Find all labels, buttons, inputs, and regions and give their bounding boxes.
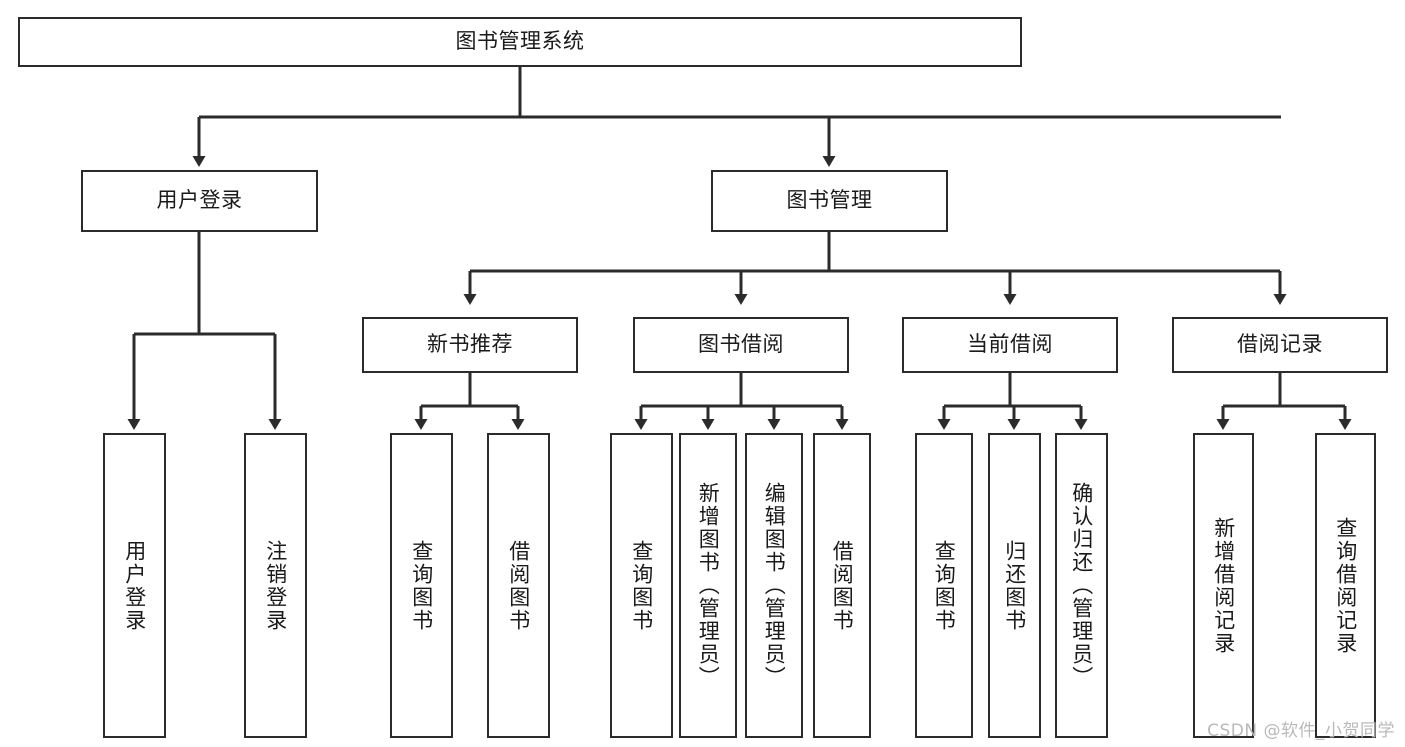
node-book-management[interactable]: 图书管理 [711,170,948,232]
node-label: 借阅图书 [830,539,855,632]
leaf-borrow-book[interactable]: 借阅图书 [813,433,871,738]
csdn-watermark: CSDN @软件_小贺同学 [1207,721,1395,741]
node-label: 借阅记录 [1237,332,1323,357]
node-label: 图书管理 [786,188,873,213]
node-label: 查询图书 [932,539,957,632]
node-book-borrow[interactable]: 图书借阅 [633,317,849,373]
leaf-add-borrow-record[interactable]: 新增借阅记录 [1193,433,1254,738]
node-label: 当前借阅 [967,332,1053,357]
leaf-confirm-return-admin[interactable]: 确认归还（管理员） [1055,433,1108,738]
leaf-query-book-recommend[interactable]: 查询图书 [390,433,453,738]
node-user-login[interactable]: 用户登录 [81,170,318,232]
node-label: 新增借阅记录 [1211,516,1236,655]
node-label: 编辑图书（管理员） [762,482,787,689]
node-new-book-recommend[interactable]: 新书推荐 [362,317,578,373]
node-label: 新增图书（管理员） [696,482,721,689]
node-label: 查询图书 [409,539,434,632]
leaf-borrow-book-recommend[interactable]: 借阅图书 [487,433,550,738]
node-label: 归还图书 [1002,539,1027,632]
leaf-logout[interactable]: 注销登录 [244,433,307,738]
node-label: 注销登录 [263,539,288,632]
leaf-query-book-borrow[interactable]: 查询图书 [610,433,673,738]
leaf-edit-book-admin[interactable]: 编辑图书（管理员） [745,433,803,738]
node-label: 用户登录 [122,539,147,632]
node-current-borrow[interactable]: 当前借阅 [902,317,1118,373]
leaf-add-book-admin[interactable]: 新增图书（管理员） [679,433,737,738]
leaf-query-book-current[interactable]: 查询图书 [915,433,973,738]
leaf-return-book[interactable]: 归还图书 [988,433,1041,738]
node-root-system[interactable]: 图书管理系统 [18,17,1022,67]
node-label: 借阅图书 [506,539,531,632]
node-borrow-record[interactable]: 借阅记录 [1172,317,1388,373]
node-label: 图书借阅 [698,332,784,357]
leaf-user-login[interactable]: 用户登录 [103,433,166,738]
node-label: 查询图书 [629,539,654,632]
node-label: 图书管理系统 [455,29,585,54]
node-label: 确认归还（管理员） [1069,482,1094,689]
node-label: 用户登录 [156,188,243,213]
leaf-query-borrow-record[interactable]: 查询借阅记录 [1315,433,1376,738]
node-label: 新书推荐 [427,332,513,357]
node-label: 查询借阅记录 [1333,516,1358,655]
